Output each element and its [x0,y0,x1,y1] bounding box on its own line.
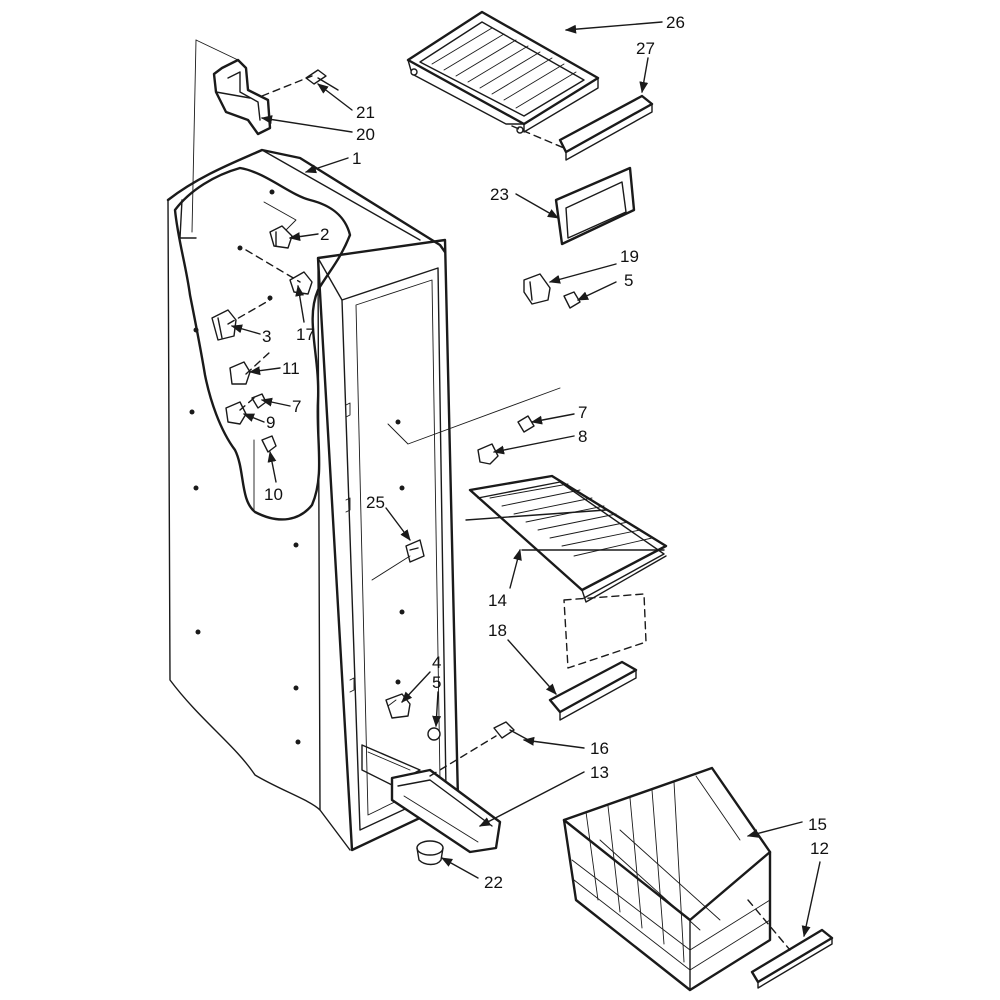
callout-leaders [230,21,821,938]
part-11-fitting [229,361,251,385]
callout-15: 15 [808,815,827,834]
part-2-clip [269,225,293,249]
callout-19: 19 [620,247,639,266]
callout-labels: 26 27 21 20 1 2 17 3 11 7 9 10 23 19 5 7… [262,13,829,892]
callout-4: 4 [432,653,441,672]
part-23-light-shield [554,166,636,246]
callout-27: 27 [636,39,655,58]
callout-5-upper: 5 [624,271,633,290]
part-16-screw [493,721,533,743]
part-12-basket-trim [750,928,834,989]
part-15-wire-basket [562,766,772,992]
part-5-screw-lower [427,727,441,741]
part-14-wire-shelf [465,474,668,603]
part-22-plug [416,840,444,866]
part-17-clip [289,271,313,295]
callout-17: 17 [296,325,315,344]
callout-8: 8 [578,427,587,446]
part-7-8-shelf-supports [477,415,535,465]
foam-insulation-cutaway [173,166,352,521]
callout-2: 2 [320,225,329,244]
callout-5-lower: 5 [432,673,441,692]
callout-7-liner: 7 [292,397,301,416]
part-25-switch [405,539,425,563]
part-13-cover [390,768,502,854]
callout-9: 9 [266,413,275,432]
callout-7-shelf: 7 [578,403,587,422]
callout-26: 26 [666,13,685,32]
part-7-9-fittings [225,393,267,425]
callout-16: 16 [590,739,609,758]
assembly-lines-liner [191,39,497,777]
callout-11: 11 [282,359,300,378]
callout-10: 10 [264,485,283,504]
callout-25: 25 [366,493,385,512]
callout-21: 21 [356,103,375,122]
part-10-screw [261,435,277,453]
callout-3: 3 [262,327,271,346]
callout-1: 1 [352,149,361,168]
callout-20: 20 [356,125,375,144]
part-20-hinge-bracket [212,58,272,136]
callout-23: 23 [490,185,509,204]
assembly-line-14-18 [563,593,647,669]
callout-12: 12 [810,839,829,858]
assembly-line-26-27 [511,125,565,149]
part-26-upper-shelf [406,10,600,134]
assembly-line-15-12 [747,899,791,951]
callout-22: 22 [484,873,503,892]
callout-14: 14 [488,591,507,610]
assembly-line-7-8 [387,387,561,445]
callout-18: 18 [488,621,507,640]
part-27-shelf-trim [558,94,654,161]
part-18-shelf-trim [548,660,638,721]
part-19-light-socket [523,273,551,305]
part-5-bulb [563,291,581,309]
part-3-thermostat [211,309,237,341]
callout-13: 13 [590,763,609,782]
